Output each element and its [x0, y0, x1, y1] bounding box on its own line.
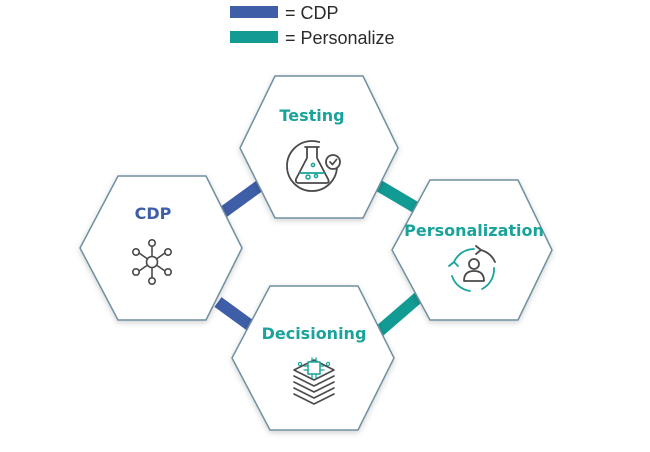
- hex-decisioning-label: Decisioning: [262, 324, 367, 343]
- legend-swatch-cdp: [230, 6, 278, 18]
- connector-cdp-testing: [214, 179, 266, 221]
- hex-testing-label: Testing: [279, 106, 344, 125]
- connector-decisioning-personalization: [372, 291, 424, 339]
- legend-label-cdp: = CDP: [285, 3, 339, 23]
- user-cycle-icon: [448, 245, 496, 292]
- legend-label-personalize: = Personalize: [285, 28, 395, 48]
- hex-cdp-label: CDP: [135, 204, 172, 223]
- network-hub-icon: [132, 239, 173, 285]
- hex-cdp: [79, 175, 243, 321]
- connector-testing-personalization: [372, 178, 424, 216]
- layers-chip-icon: [293, 357, 335, 405]
- hex-decisioning: [231, 285, 395, 431]
- legend-swatch-personalize: [230, 31, 278, 43]
- legend: = CDP = Personalize: [230, 3, 395, 48]
- hex-personalization: [391, 179, 553, 321]
- hex-personalization-label: Personalization: [404, 221, 544, 240]
- flask-icon: [286, 140, 341, 192]
